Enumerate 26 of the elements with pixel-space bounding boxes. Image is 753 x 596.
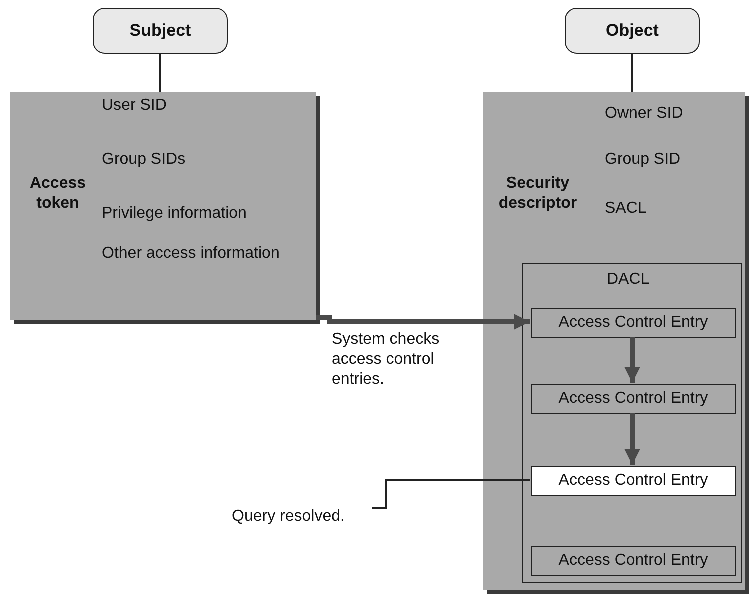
arrow	[624, 337, 640, 383]
shaded-panel	[483, 92, 745, 590]
panel-heading: Access token	[28, 174, 88, 214]
field-label: Privilege information	[102, 204, 248, 224]
rounded-box: Object	[565, 8, 700, 54]
field-label: SACL	[605, 199, 648, 219]
shaded-panel	[10, 92, 316, 320]
field-label: DACL	[607, 270, 651, 290]
field-label: Owner SID	[605, 104, 684, 124]
rounded-box: Subject	[93, 8, 228, 54]
connector-line	[160, 54, 162, 92]
connector-line	[372, 479, 530, 509]
arrow	[316, 314, 530, 330]
highlighted-entry-box: Access Control Entry	[531, 466, 736, 496]
connector-line	[632, 54, 634, 92]
entry-box: Access Control Entry	[531, 308, 736, 338]
entry-box: Access Control Entry	[531, 546, 736, 576]
field-label: Group SIDs	[102, 150, 187, 170]
panel-heading: Security descriptor	[498, 174, 578, 214]
entry-box: Access Control Entry	[531, 384, 736, 414]
list-box	[522, 263, 742, 583]
callout-text: Query resolved.	[232, 506, 372, 528]
field-label: User SID	[102, 96, 168, 116]
arrow	[624, 413, 640, 465]
field-label: Other access information	[102, 244, 281, 264]
field-label: Group SID	[605, 150, 682, 170]
